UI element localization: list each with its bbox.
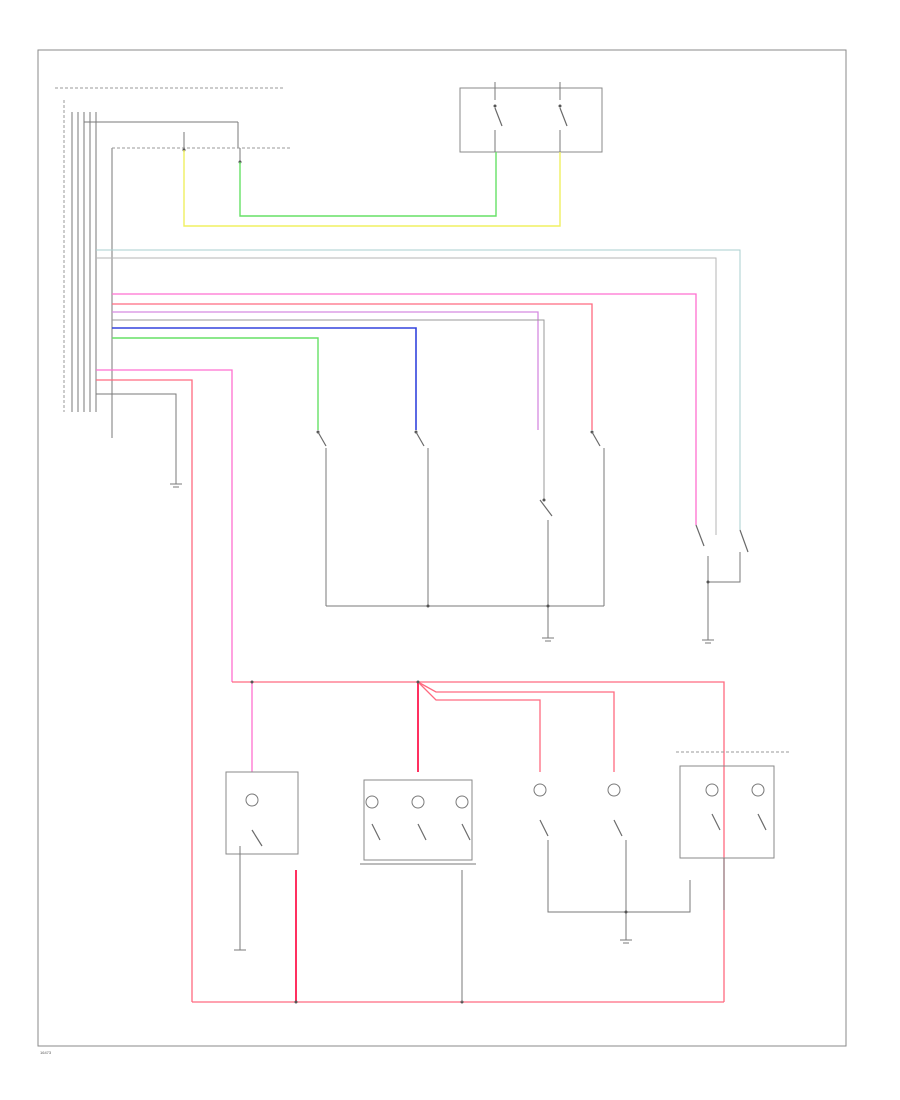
- door-switch-1: [316, 430, 327, 606]
- light-red-wire-bus: [112, 303, 593, 430]
- gray-bus-line-2: [96, 257, 717, 535]
- red-branch-3: [417, 681, 541, 772]
- blue-wire: [112, 327, 417, 430]
- top-left-switch: [84, 121, 290, 164]
- diagram-frame: [37, 49, 847, 1047]
- door-switch-2: [414, 430, 429, 606]
- lamp-group-4: [676, 751, 790, 910]
- right-switch-pair: [695, 524, 749, 644]
- footer-code: 16473: [40, 1050, 52, 1055]
- green-wire-mid: [112, 337, 319, 430]
- violet-wire-bus: [112, 311, 539, 430]
- pink-feed-line: [96, 369, 233, 682]
- gray-bus-line: [96, 249, 741, 530]
- lamp-group-3: [533, 783, 691, 944]
- mid-ground: [542, 637, 554, 642]
- red-lower-bus: [232, 681, 725, 1002]
- red-branch-4: [417, 681, 615, 772]
- lamp-group-2: [360, 779, 476, 1002]
- left-connector-bundle: [63, 100, 113, 438]
- red-feed-line: [96, 379, 193, 1002]
- green-wire-top: [239, 152, 497, 217]
- lamp-group-1: [225, 771, 299, 951]
- yellow-wire-top: [183, 150, 561, 227]
- door-switch-4: [590, 430, 605, 606]
- pink-wire-bus: [112, 293, 697, 525]
- gray-wire-bus: [112, 319, 545, 500]
- door-switch-3: [539, 498, 553, 638]
- top-right-relay-box: [459, 82, 603, 153]
- left-ground: [96, 393, 182, 488]
